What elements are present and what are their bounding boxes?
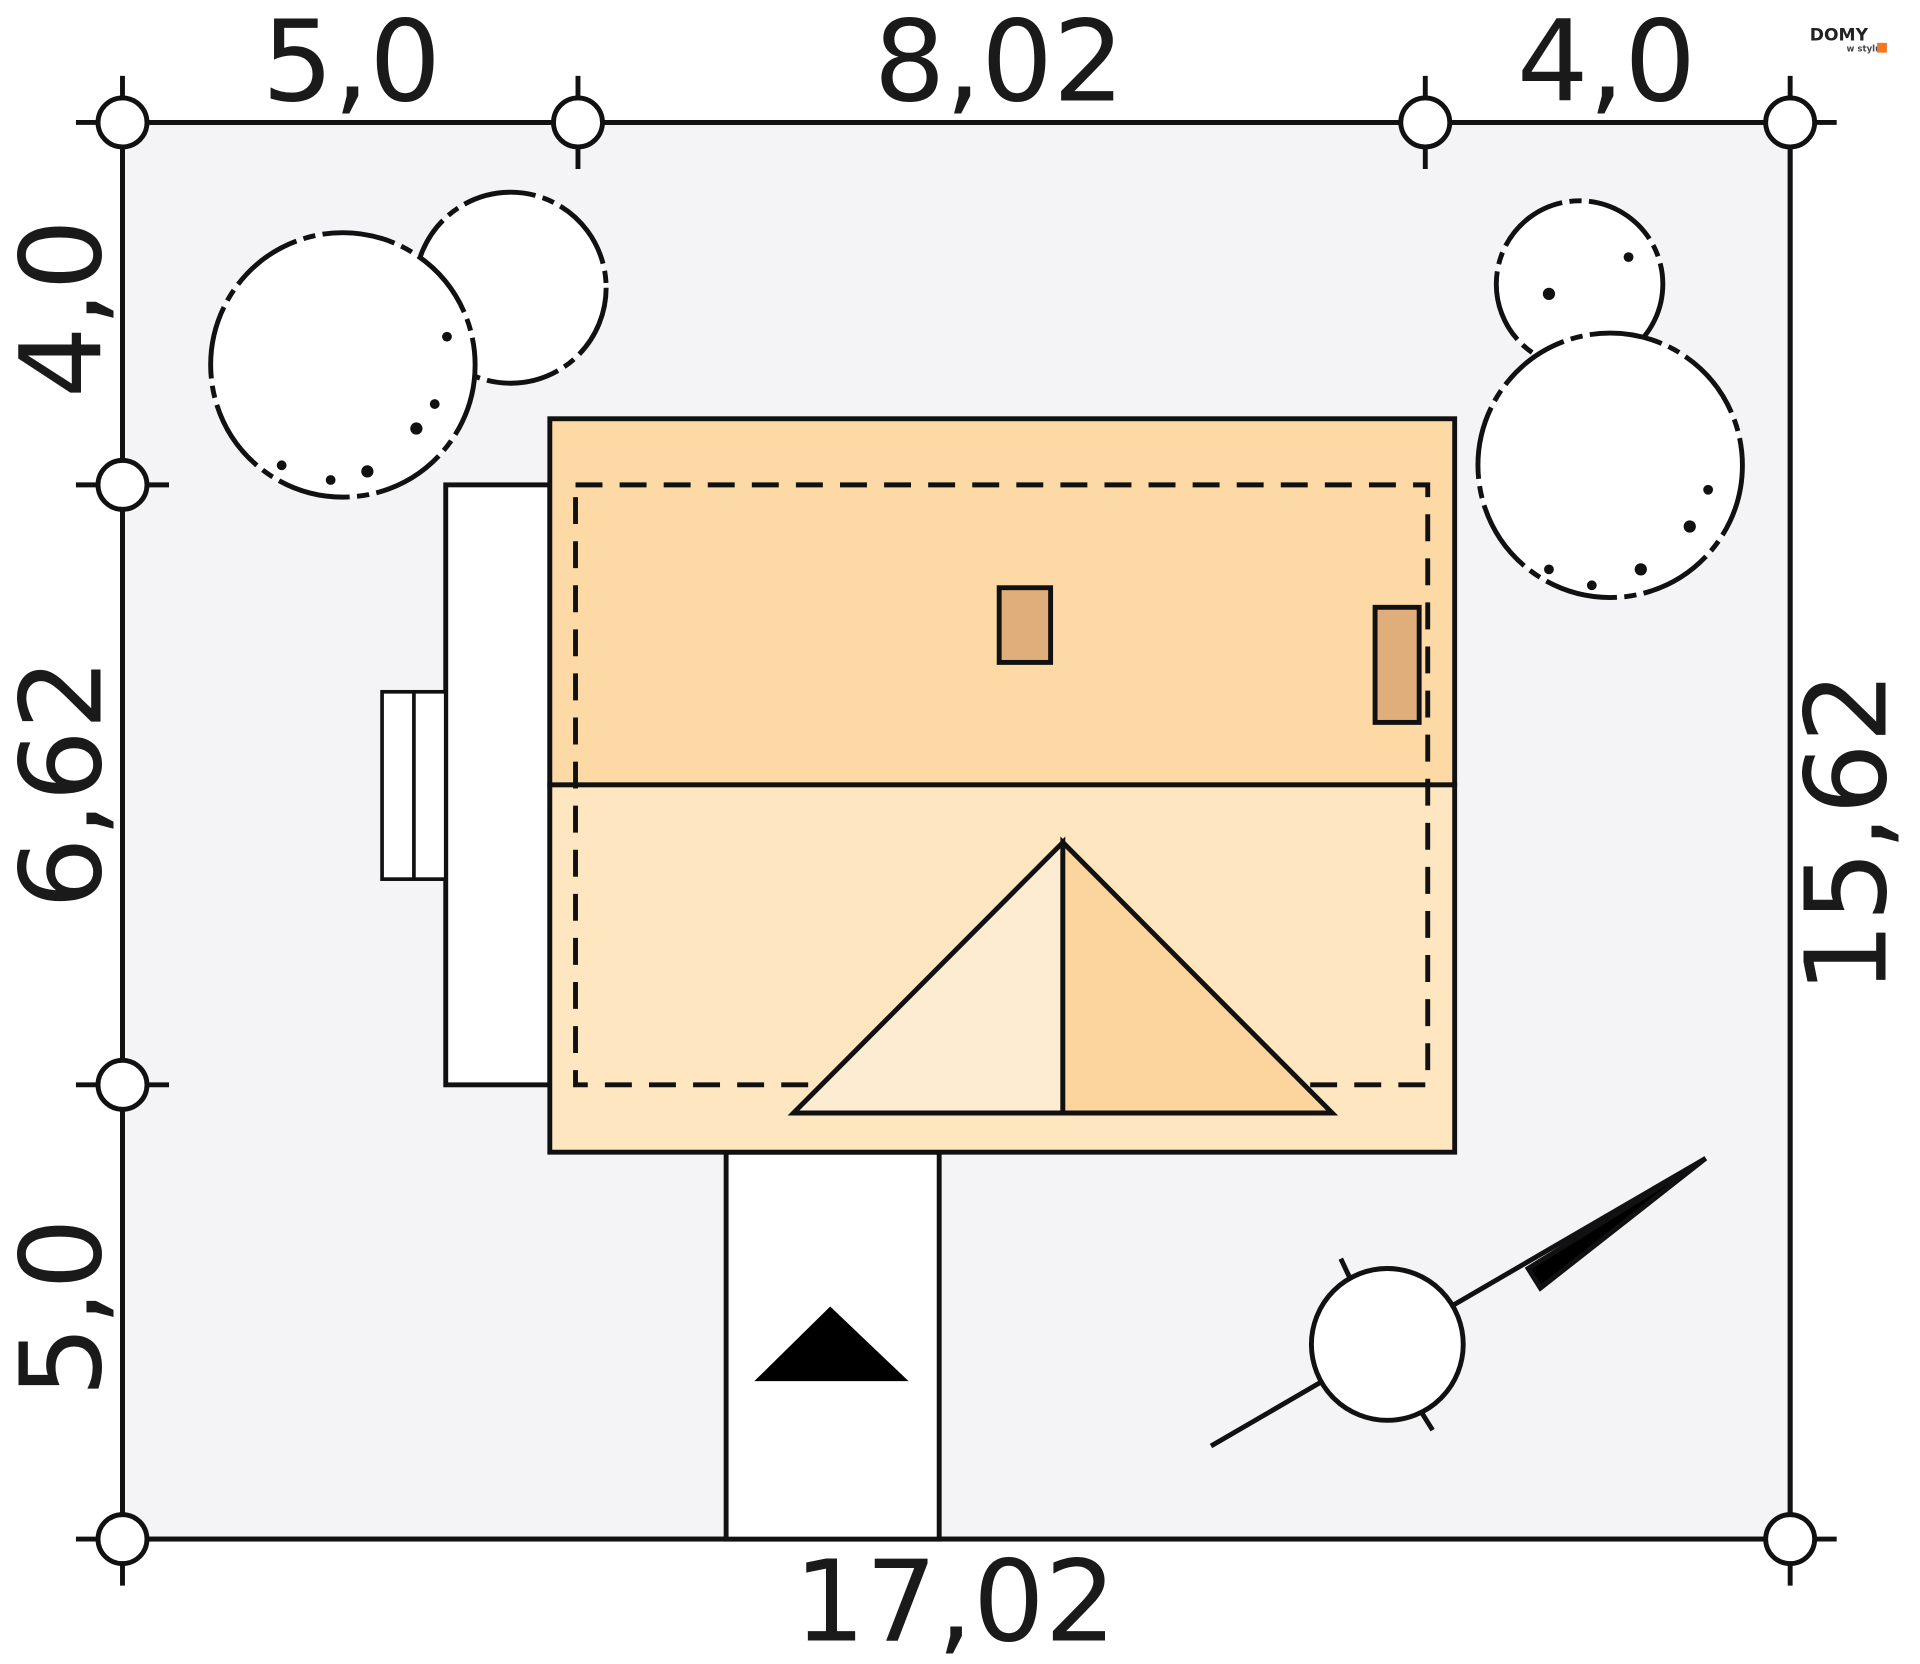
- dim-left-3: 5,0: [0, 1218, 127, 1397]
- dim-top-2: 8,02: [874, 0, 1125, 127]
- dim-left-1: 4,0: [0, 219, 127, 398]
- svg-text:DOMY: DOMY: [1810, 25, 1869, 45]
- entrance-arrow-icon: [754, 1306, 909, 1382]
- dimension-lines: [75, 75, 1837, 1586]
- chimney: [996, 585, 1054, 665]
- tree-dots: [276, 252, 1714, 591]
- dim-left-2: 6,62: [0, 658, 127, 909]
- chimney: [1372, 604, 1422, 725]
- north-compass-icon: [1209, 1156, 1708, 1449]
- dim-bottom: 17,02: [794, 1536, 1116, 1664]
- steps: [380, 689, 448, 881]
- svg-text:w stylu: w stylu: [1846, 44, 1881, 54]
- dim-top-1: 5,0: [262, 0, 441, 127]
- logo: DOMY w stylu: [1810, 25, 1887, 54]
- tree-icon: [208, 189, 1745, 600]
- dim-top-3: 4,0: [1517, 0, 1696, 127]
- terrace: [443, 482, 553, 1088]
- gable-right: [1060, 836, 1339, 1116]
- dim-right: 15,62: [1781, 671, 1913, 993]
